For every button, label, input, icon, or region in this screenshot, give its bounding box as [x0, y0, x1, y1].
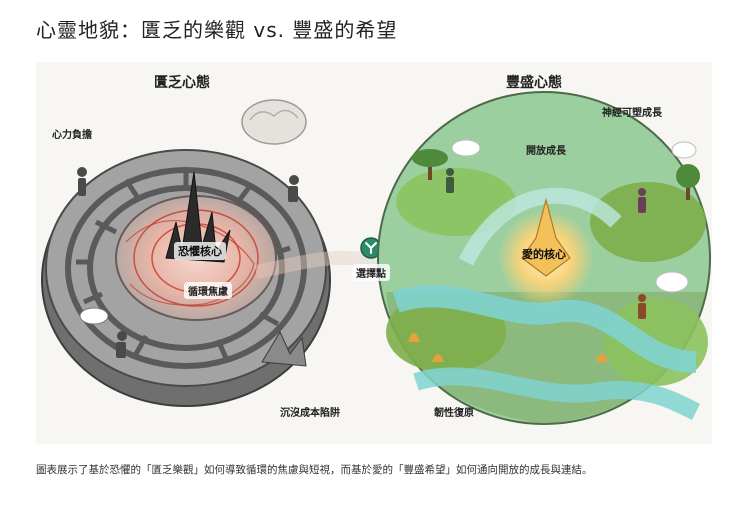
brain-icon	[241, 99, 307, 145]
label-love-core: 愛的核心	[522, 248, 566, 261]
mindset-illustration	[41, 91, 711, 425]
worried-figure-icon	[77, 167, 87, 196]
thought-cloud-icon	[451, 139, 481, 157]
abundance-heading: 豐盛心態	[506, 75, 562, 91]
label-mental-burden: 心力負擔	[52, 130, 92, 141]
illustration-panel: 匱乏心態 豐盛心態 心力負擔 恐懼核心 循環焦慮 沉沒成本陷阱 選擇點 神經可塑…	[36, 62, 712, 444]
y-split-icon	[365, 242, 377, 254]
page-title: 心靈地貌：匱乏的樂觀 vs. 豐盛的希望	[36, 18, 398, 42]
label-anxiety-loop: 循環焦慮	[184, 282, 232, 299]
tree-icon	[412, 149, 448, 180]
love-core-crystal-icon	[521, 197, 571, 277]
label-resilience: 韌性復原	[434, 408, 474, 419]
label-fear-core: 恐懼核心	[174, 242, 226, 260]
label-open-growth: 開放成長	[526, 146, 566, 157]
abundance-world	[377, 91, 711, 425]
label-sunk-cost-trap: 沉沒成本陷阱	[280, 408, 340, 419]
label-neuroplastic-growth: 神經可塑成長	[602, 108, 662, 119]
scarcity-heading: 匱乏心態	[154, 75, 210, 91]
figure-caption: 圖表展示了基於恐懼的「匱乏樂觀」如何導致循環的焦慮與短視，而基於愛的「豐盛希望」…	[36, 464, 593, 476]
label-choice-point: 選擇點	[352, 264, 390, 281]
person-walking-icon	[446, 168, 454, 193]
